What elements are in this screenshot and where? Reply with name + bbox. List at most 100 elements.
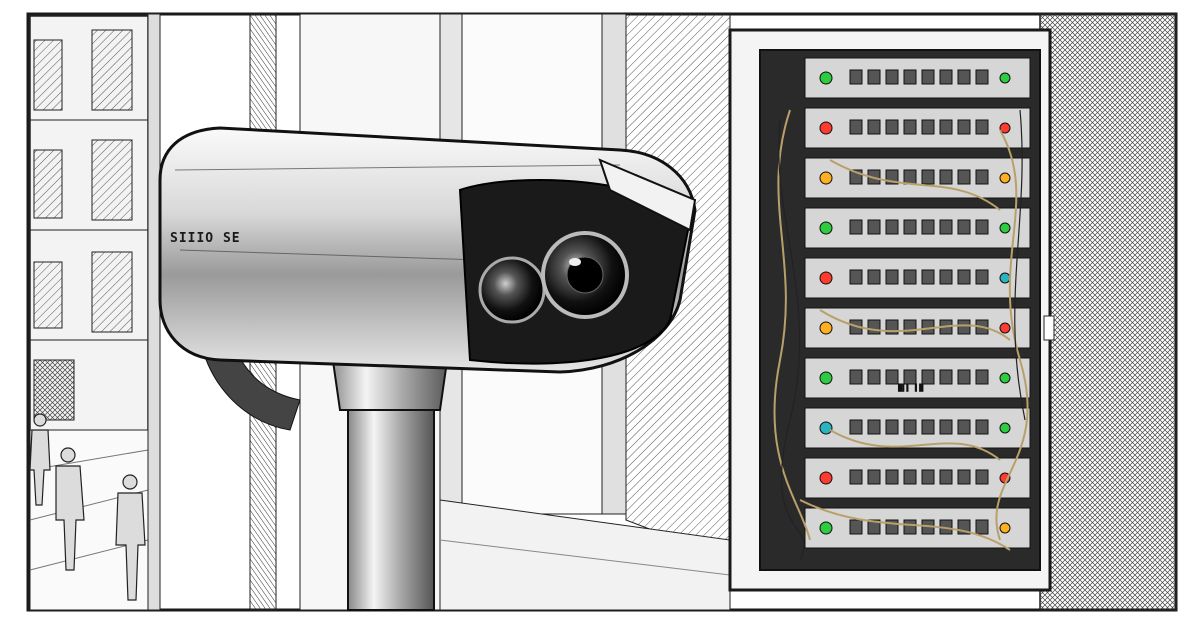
drive-bay — [903, 519, 917, 535]
drive-bay — [939, 119, 953, 135]
drive-bay — [957, 169, 971, 185]
server-rack: █▌▌ ▌█ — [728, 13, 1177, 611]
drive-bay — [939, 69, 953, 85]
status-led-icon — [999, 372, 1011, 384]
drive-bay — [903, 69, 917, 85]
drive-bay — [903, 219, 917, 235]
drive-bay — [957, 319, 971, 335]
drive-bay — [867, 519, 881, 535]
drive-bay — [921, 69, 935, 85]
drive-bay — [975, 469, 989, 485]
status-led-icon — [819, 71, 833, 85]
status-led-icon — [999, 72, 1011, 84]
status-led-icon — [819, 421, 833, 435]
drive-bay — [867, 319, 881, 335]
drive-bay — [975, 419, 989, 435]
drive-bay — [939, 219, 953, 235]
drive-bay — [939, 419, 953, 435]
drive-bay — [903, 169, 917, 185]
status-led-icon — [999, 522, 1011, 534]
status-led-icon — [819, 521, 833, 535]
camera-brand-label: SIIIO SE — [170, 231, 241, 246]
drive-bay — [867, 219, 881, 235]
drive-bay — [921, 219, 935, 235]
rack-unit — [804, 107, 1031, 149]
status-led-icon — [819, 321, 833, 335]
drive-bay — [921, 419, 935, 435]
status-led-icon — [819, 271, 833, 285]
rack-unit — [804, 457, 1031, 499]
status-led-icon — [819, 171, 833, 185]
drive-bay — [957, 469, 971, 485]
drive-bay — [849, 119, 863, 135]
background-building — [29, 15, 149, 437]
status-led-icon — [999, 172, 1011, 184]
drive-bay — [975, 269, 989, 285]
drive-bay — [921, 169, 935, 185]
drive-bay — [885, 369, 899, 385]
drive-bay — [939, 369, 953, 385]
status-led-icon — [819, 371, 833, 385]
drive-bay — [957, 219, 971, 235]
drive-bay — [975, 519, 989, 535]
drive-bay — [885, 219, 899, 235]
drive-bay — [903, 269, 917, 285]
drive-bay — [849, 269, 863, 285]
drive-bay — [849, 69, 863, 85]
drive-bay — [885, 419, 899, 435]
drive-bay — [885, 269, 899, 285]
drive-bay — [975, 369, 989, 385]
drive-bay — [957, 269, 971, 285]
drive-bay — [885, 119, 899, 135]
drive-bay — [921, 269, 935, 285]
drive-bay — [921, 319, 935, 335]
status-led-icon — [999, 322, 1011, 334]
status-led-icon — [819, 121, 833, 135]
drive-bay — [903, 319, 917, 335]
drive-bay — [957, 369, 971, 385]
pedestrians — [29, 413, 146, 601]
drive-bay — [957, 119, 971, 135]
drive-bay — [921, 469, 935, 485]
drive-bay — [939, 469, 953, 485]
rack-unit — [804, 57, 1031, 99]
drive-bay — [903, 469, 917, 485]
drive-bay — [867, 119, 881, 135]
drive-bay — [867, 369, 881, 385]
drive-bay — [975, 219, 989, 235]
status-led-icon — [819, 221, 833, 235]
status-led-icon — [819, 471, 833, 485]
drive-bay — [849, 469, 863, 485]
drive-bay — [939, 169, 953, 185]
drive-bay — [921, 369, 935, 385]
status-led-icon — [999, 222, 1011, 234]
rack-unit — [804, 157, 1031, 199]
status-led-icon — [999, 422, 1011, 434]
drive-bay — [975, 69, 989, 85]
drive-bay — [975, 119, 989, 135]
status-led-icon — [999, 122, 1011, 134]
drive-bay — [903, 369, 917, 385]
drive-bay — [957, 419, 971, 435]
drive-bay — [903, 119, 917, 135]
drive-bay — [867, 469, 881, 485]
status-led-icon — [999, 272, 1011, 284]
drive-bay — [885, 69, 899, 85]
drive-bay — [867, 69, 881, 85]
panel-readout-text: █▌▌ ▌█ — [897, 383, 924, 392]
drive-bay — [849, 419, 863, 435]
drive-bay — [849, 369, 863, 385]
drive-bay — [903, 419, 917, 435]
drive-bay — [867, 269, 881, 285]
rack-unit — [804, 357, 1031, 399]
drive-bay — [939, 269, 953, 285]
drive-bay — [957, 69, 971, 85]
drive-bay — [921, 119, 935, 135]
lens-left-icon — [478, 256, 546, 324]
drive-bay — [849, 219, 863, 235]
drive-bay — [885, 469, 899, 485]
rack-unit — [804, 257, 1031, 299]
drive-bay — [849, 519, 863, 535]
rack-unit — [804, 207, 1031, 249]
